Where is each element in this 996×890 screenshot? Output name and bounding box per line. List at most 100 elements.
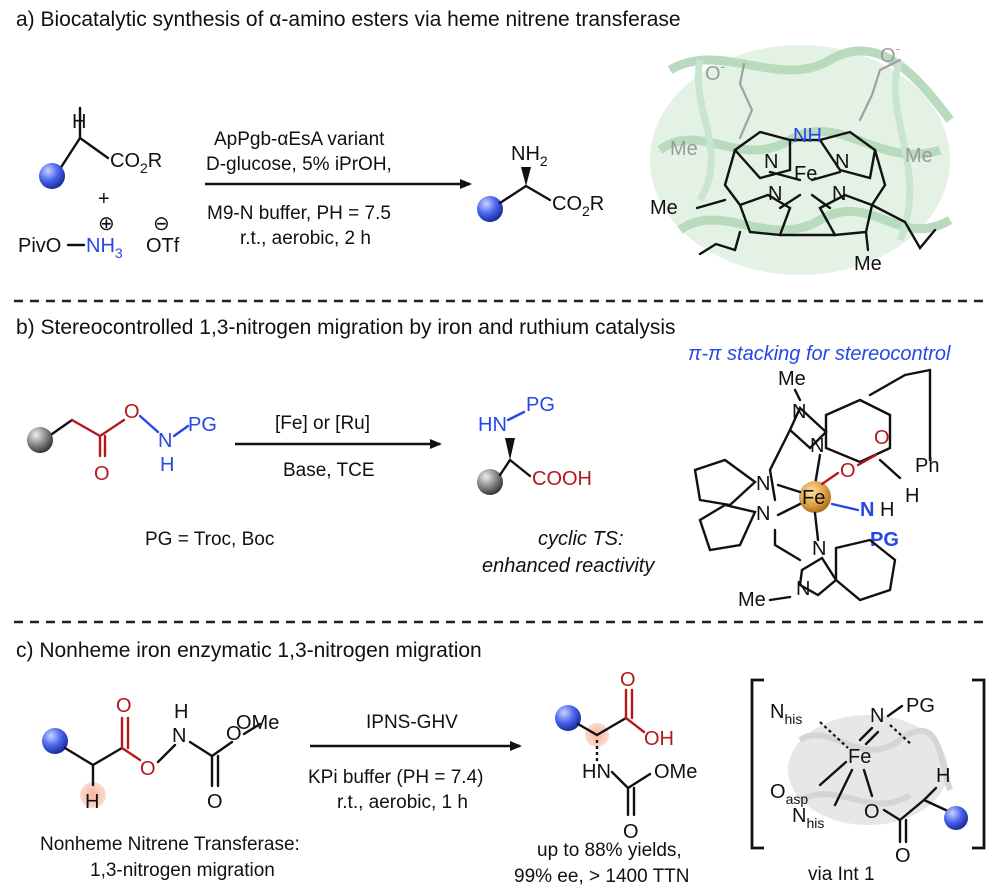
panel-c-substrate: H O O N H O O OMe: [42, 695, 279, 813]
sub-c-n: N: [172, 725, 186, 747]
heme-o-right: O-: [880, 41, 900, 67]
cond-c-3: r.t., aerobic, 1 h: [337, 792, 468, 813]
minus-charge: ⊖: [153, 213, 170, 235]
sub-b-pg: PG: [188, 414, 217, 436]
prod-c-o: O: [620, 669, 636, 691]
prod-ball-grey: [477, 469, 503, 495]
cat-h: H: [905, 485, 919, 507]
cat-n-3: N: [756, 473, 770, 495]
prod-c-oh: OH: [644, 728, 674, 750]
heme-o-left: O-: [705, 59, 725, 85]
cat-n-2: N: [810, 435, 824, 457]
substrate-h: H: [72, 111, 86, 133]
substrate-ester: CO2R: [110, 150, 162, 176]
prod-c-hn: HN: [582, 761, 611, 783]
panel-c-title: c) Nonheme iron enzymatic 1,3-nitrogen m…: [16, 639, 482, 662]
alpha-c-highlight: [80, 782, 106, 808]
sub-b-carbonyl-o: O: [94, 463, 110, 485]
cond-b-1: [Fe] or [Ru]: [275, 413, 370, 434]
heme-n-2: N: [835, 151, 849, 173]
caption-c-2: 1,3-nitrogen migration: [90, 860, 275, 881]
cat-n-5: N: [812, 538, 826, 560]
plus-charge: ⊕: [98, 213, 115, 235]
heme-n-1: N: [764, 151, 778, 173]
cat-ph: Ph: [915, 455, 939, 477]
heme-n-4: N: [832, 183, 846, 205]
cond-a-4: r.t., aerobic, 2 h: [240, 228, 371, 249]
int-pg: PG: [906, 695, 935, 717]
heme-me-4: Me: [854, 253, 882, 275]
stacking-label: π-π stacking for stereocontrol: [688, 343, 951, 365]
sub-c-ome-o: O: [226, 723, 242, 745]
ts-line-1: cyclic TS:: [538, 528, 624, 550]
heme-me-2: Me: [905, 145, 933, 167]
sub-b-ester-o: O: [124, 401, 140, 423]
heme-me-3: Me: [650, 197, 678, 219]
cond-a-1: ApPgb-αEsA variant: [214, 129, 385, 150]
prod-c-carb-o: O: [623, 821, 639, 843]
sub-b-h: H: [160, 454, 174, 476]
int-h: H: [936, 765, 950, 787]
intermediate-bracket: Nhis N PG Fe H Oasp Nhis O O via Int 1: [750, 678, 986, 885]
heme-fe: Fe: [794, 163, 817, 185]
int-o: O: [864, 801, 880, 823]
prod-b-pg: PG: [526, 394, 555, 416]
prod-c-ball-blue: [555, 705, 581, 731]
cat-pg: PG: [870, 529, 899, 551]
sub-c-carb-o: O: [207, 791, 223, 813]
int-oasp: Oasp: [770, 781, 808, 807]
product-ball-blue: [477, 196, 503, 222]
sub-c-carbonyl-o: O: [116, 695, 132, 717]
prod-b-hn: HN: [478, 414, 507, 436]
cat-n-blue: N: [860, 499, 874, 521]
panel-b-title: b) Stereocontrolled 1,3-nitrogen migrati…: [16, 316, 676, 339]
product-nh2: NH2: [511, 143, 548, 169]
panel-c-product: O OH HN O OMe: [555, 669, 697, 843]
otf-label: OTf: [146, 235, 180, 257]
sub-c-ester-o: O: [140, 758, 156, 780]
panel-a-substrate: H CO2R + ⊕ ⊖ PivO NH3 OTf: [18, 106, 180, 261]
cat-nh: H: [880, 499, 894, 521]
cond-a-3: M9-N buffer, PH = 7.5: [207, 203, 391, 224]
panel-a-product: NH2 CO2R: [477, 143, 604, 222]
cat-me-bottom: Me: [738, 589, 766, 611]
int-n: N: [870, 705, 884, 727]
sub-c-nh: H: [174, 701, 188, 723]
plus-sign: +: [98, 188, 110, 210]
caption-c-1: Nonheme Nitrene Transferase:: [40, 834, 300, 855]
sub-c-h: H: [85, 791, 99, 813]
sub-c-ball-blue: [42, 728, 68, 754]
heme-structure: O- O- NH Fe N N N N Me Me Me Me: [650, 41, 954, 275]
int-ball-blue: [944, 806, 968, 830]
fe-center: [799, 481, 831, 513]
int-carb-o: O: [895, 845, 911, 867]
int-fe: Fe: [848, 746, 871, 768]
product-ester: CO2R: [552, 193, 604, 219]
heme-nh: NH: [793, 125, 822, 147]
yield-line-2: 99% ee, > 1400 TTN: [514, 866, 690, 887]
int-nhis-1: Nhis: [770, 701, 802, 727]
int-nhis-2: Nhis: [792, 805, 824, 831]
nh3-label: NH3: [86, 235, 123, 261]
pivo-label: PivO: [18, 235, 61, 257]
yield-line-1: up to 88% yields,: [537, 840, 682, 861]
substituent-ball-blue: [39, 163, 65, 189]
cat-n-4: N: [756, 503, 770, 525]
heme-n-3: N: [768, 183, 782, 205]
iron-catalyst: Me N N N N Fe O O Ph H N H PG N N: [693, 368, 939, 611]
int-label: via Int 1: [808, 864, 875, 885]
cat-me-top: Me: [778, 368, 806, 390]
heme-me-1: Me: [670, 138, 698, 160]
prod-b-cooh: COOH: [532, 468, 592, 490]
ts-line-2: enhanced reactivity: [482, 555, 655, 577]
cond-c-2: KPi buffer (PH = 7.4): [308, 767, 483, 788]
substituent-ball-grey: [27, 427, 53, 453]
cat-fe: Fe: [802, 487, 825, 509]
cond-a-2: D-glucose, 5% iPrOH,: [206, 154, 392, 175]
panel-b-product: HN PG COOH: [477, 394, 592, 495]
cat-o-2: O: [874, 427, 890, 449]
sub-c-ome: OMe: [236, 712, 279, 734]
panel-b-substrate: O O N H PG: [27, 401, 217, 485]
pg-note: PG = Troc, Boc: [145, 529, 274, 550]
